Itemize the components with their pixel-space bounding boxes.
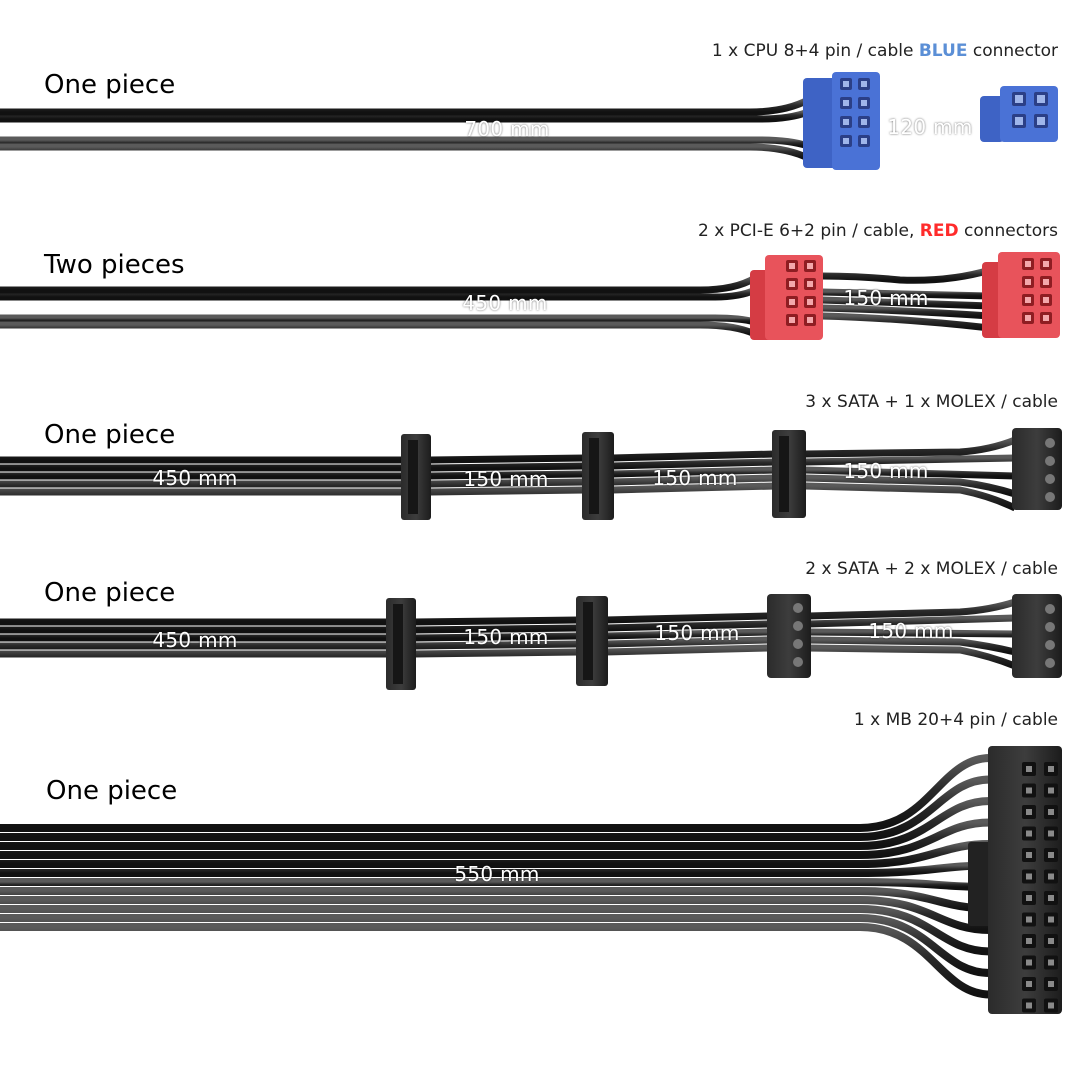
pcie-desc-prefix: 2 x PCI-E 6+2 pin / cable, [698, 221, 920, 241]
mb-pin-contact [1026, 787, 1032, 794]
sata3-bundle [0, 436, 1017, 512]
sata-connector-5 [576, 596, 608, 686]
cpu-length-main: 700 mm [464, 117, 550, 141]
pcie-extension-bundle [821, 266, 992, 332]
pcie-qty-label: Two pieces [44, 250, 185, 280]
molex-connector-3 [1012, 594, 1062, 678]
cpu-desc-suffix: connector [967, 41, 1058, 61]
mb-pin-contact [1026, 809, 1032, 815]
mb-wire [0, 775, 991, 841]
mb-wire [0, 923, 991, 999]
mb-wire [0, 914, 991, 977]
sata-connector-3 [772, 430, 806, 518]
cpu-desc-highlight: BLUE [918, 41, 968, 61]
mb-wire [0, 818, 991, 859]
mb-pin-contact [1026, 895, 1032, 901]
sata2-desc: 2 x SATA + 2 x MOLEX / cable [805, 559, 1058, 579]
mb-wire [0, 905, 991, 956]
sata2-length-3: 150 mm [654, 621, 740, 645]
mb-pin-contact [1026, 830, 1032, 837]
mb-pin-contact [1048, 830, 1054, 837]
mb-pin-contact [1026, 1002, 1032, 1009]
mb-pin-contact [1026, 916, 1032, 923]
mb-pin-contact [1026, 938, 1032, 944]
mb-pin-contact [1048, 1002, 1054, 1009]
cpu-4pin-connector [980, 86, 1058, 142]
mb-pin-contact [1026, 852, 1032, 858]
mb-pin-contact [1026, 981, 1032, 987]
sata3-length-3: 150 mm [652, 466, 738, 490]
mb-pin-contact [1048, 809, 1054, 815]
mb-pin-contact [1048, 938, 1054, 944]
sata-connector-4 [386, 598, 416, 690]
cpu-extension-bundle [878, 114, 985, 146]
mb-cable [0, 746, 1062, 1014]
sata2-length-1: 450 mm [152, 628, 238, 652]
mb-pin-contact [1048, 959, 1054, 966]
mb-length-main: 550 mm [454, 862, 540, 886]
mb-24pin-connector [968, 746, 1062, 1014]
mb-pin-contact [1048, 981, 1054, 987]
pcie-desc-highlight: RED [919, 221, 959, 241]
mb-pin-contact [1026, 873, 1032, 880]
pcie-length-main: 450 mm [462, 291, 548, 315]
pcie-connector-1 [750, 255, 823, 340]
sata3-desc: 3 x SATA + 1 x MOLEX / cable [805, 392, 1058, 412]
sata3-qty-label: One piece [44, 420, 176, 450]
sata3-length-1: 450 mm [152, 466, 238, 490]
mb-pin-contact [1048, 916, 1054, 923]
cpu-8pin-connector [803, 72, 880, 170]
sata2-cable [0, 594, 1062, 690]
sata-connector-1 [401, 434, 431, 520]
pcie-main-bundle [0, 274, 757, 338]
molex-connector-2 [767, 594, 811, 678]
sata2-length-4: 150 mm [868, 619, 954, 643]
mb-wire [0, 896, 991, 934]
mb-pin-contact [1048, 766, 1054, 772]
mb-pin-contact [1048, 787, 1054, 794]
sata3-cable [0, 428, 1062, 520]
cpu-length-extension: 120 mm [887, 115, 973, 139]
mb-qty-label: One piece [46, 776, 178, 806]
mb-pin-grid [1022, 762, 1058, 1013]
sata2-qty-label: One piece [44, 578, 176, 608]
sata2-length-2: 150 mm [463, 625, 549, 649]
cpu-main-bundle [0, 96, 810, 162]
mb-pin-contact [1048, 852, 1054, 858]
cpu-qty-label: One piece [44, 70, 176, 100]
mb-wire [0, 754, 991, 832]
pcie-desc-suffix: connectors [958, 221, 1058, 241]
pcie-connector-2 [982, 252, 1060, 338]
mb-pin-contact [1026, 766, 1032, 772]
mb-wire [0, 797, 991, 850]
sata3-length-2: 150 mm [463, 467, 549, 491]
cpu-desc: 1 x CPU 8+4 pin / cable BLUE connector [712, 41, 1058, 61]
mb-pin-contact [1026, 959, 1032, 966]
mb-pin-contact [1048, 873, 1054, 880]
pcie-desc: 2 x PCI-E 6+2 pin / cable, RED connector… [698, 221, 1058, 241]
mb-bundle [0, 754, 991, 999]
mb-pin-contact [1048, 895, 1054, 901]
sata3-length-4: 150 mm [843, 459, 929, 483]
mb-desc: 1 x MB 20+4 pin / cable [853, 710, 1058, 730]
sata2-bundle [0, 598, 1017, 670]
cpu-desc-prefix: 1 x CPU 8+4 pin / cable [711, 41, 919, 61]
pcie-cable [0, 252, 1060, 340]
pcie-length-extension: 150 mm [843, 286, 929, 310]
molex-connector-1 [1012, 428, 1062, 510]
sata-connector-2 [582, 432, 614, 520]
cpu-cable [0, 72, 1058, 170]
